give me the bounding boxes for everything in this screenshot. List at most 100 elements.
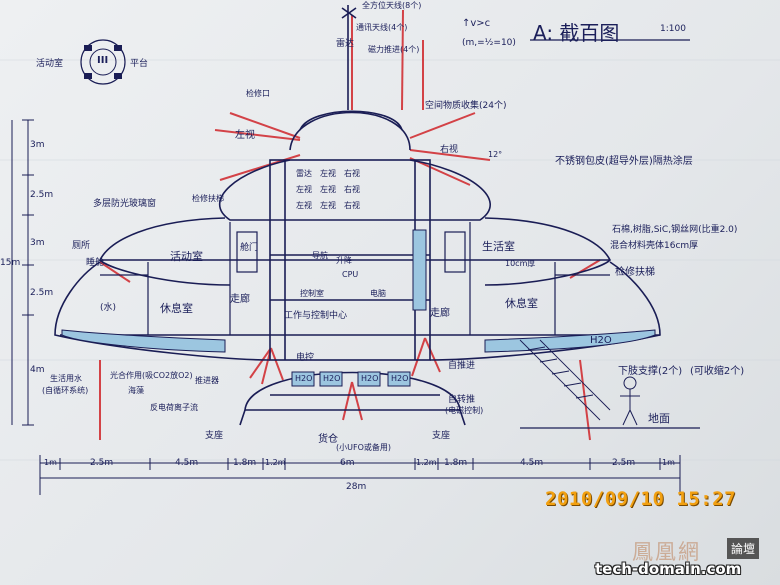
- label-hatch: 检修口: [246, 89, 270, 98]
- compass-center: III: [97, 55, 109, 66]
- label-water-note: (自循环系统): [42, 386, 89, 395]
- center-bay-note: (小UFO或备用): [336, 443, 391, 452]
- center-row3-b: 左视: [320, 201, 336, 210]
- compass-right: 平台: [130, 59, 149, 69]
- dim-seg-3: 4.5m: [175, 458, 199, 468]
- label-antenna: 雷达: [336, 39, 355, 49]
- dim-v-3: 3m: [30, 238, 45, 248]
- label-ground: 地面: [648, 412, 670, 425]
- dim-seg-4: 1.8m: [233, 458, 257, 468]
- dim-seg-10: 2.5m: [612, 458, 636, 468]
- label-sea: 海藻: [128, 386, 144, 395]
- label-corridor-left: 走廊: [230, 294, 250, 305]
- dim-height-total: 15m: [0, 258, 21, 268]
- center-row2-a: 左视: [296, 185, 312, 194]
- label-photo: 光合作用(吸CO2放O2): [110, 371, 193, 380]
- label-left-window: 左视: [235, 130, 255, 141]
- thrust-rays: [99, 9, 601, 441]
- label-legs: 下肢支撑(2个): [618, 366, 683, 377]
- label-living: 活动室: [170, 250, 203, 263]
- label-cup: (水): [100, 303, 117, 313]
- label-ladder-right: 检修扶梯: [615, 267, 655, 278]
- label-rest-right: 休息室: [505, 297, 538, 310]
- label-gate: 舱门: [240, 243, 259, 253]
- center-row2-c: 右视: [344, 185, 360, 194]
- label-window: 多层防光玻璃窗: [93, 199, 157, 209]
- label-space-collect: 空间物质收集(24个): [425, 101, 507, 111]
- dim-seg-2: 2.5m: [90, 458, 114, 468]
- compass-diagram: [80, 39, 126, 85]
- center-electric: 电控: [296, 353, 315, 363]
- label-thrust: 磁力推进(4个): [368, 45, 420, 54]
- dim-seg-11: 1m: [662, 458, 675, 467]
- dimension-lines: [11, 119, 681, 495]
- room-dividers: [100, 222, 610, 335]
- dim-v-1: 3m: [30, 140, 45, 150]
- bay-cell-1: H2O: [295, 374, 313, 383]
- bay-cell-2: H2O: [323, 374, 341, 383]
- center-computer: 电脑: [370, 289, 386, 298]
- person-figure: [620, 376, 640, 426]
- label-wheel: 自转推: [448, 395, 476, 405]
- label-material2: 混合材料壳体16cm厚: [610, 241, 699, 251]
- center-control: 控制室: [300, 289, 324, 298]
- label-bed: 睡舱: [86, 258, 105, 268]
- label-material: 石棉,树脂,SiC,钢丝网(比重2.0): [612, 225, 738, 235]
- dim-v-2: 2.5m: [30, 190, 54, 200]
- brand-logo: 鳳凰網: [632, 540, 701, 564]
- center-nav: 导航: [312, 251, 328, 260]
- drawing-title: A: 截百图: [533, 21, 620, 45]
- dim-v-4: 2.5m: [30, 288, 54, 298]
- center-row2-b: 左视: [320, 185, 336, 194]
- label-rest-left: 休息室: [160, 302, 193, 315]
- label-ring1: 全方位天线(8个): [362, 1, 422, 10]
- center-row3-a: 左视: [296, 201, 312, 210]
- formula-line2: (m,=½=10): [462, 38, 516, 48]
- label-angle: 12°: [488, 150, 503, 159]
- label-emergency: 推进器: [195, 376, 219, 385]
- label-layer: 10cm厚: [505, 259, 536, 268]
- center-row1-b: 左视: [320, 169, 336, 178]
- dim-v-5: 4m: [30, 365, 45, 375]
- formula-line1: ↑v>c: [462, 18, 491, 29]
- dim-seg-5: 1.2m: [265, 458, 286, 467]
- dim-seg-9: 4.5m: [520, 458, 544, 468]
- center-row3-c: 右视: [344, 201, 360, 210]
- dim-seg-1: 1m: [44, 458, 57, 467]
- label-ring2: 通讯天线(4个): [356, 23, 408, 32]
- dim-seg-8: 1.8m: [444, 458, 468, 468]
- label-ctrl: 工作与控制中心: [284, 311, 348, 321]
- center-row1-c: 右视: [344, 169, 360, 178]
- center-row1-a: 雷达: [296, 169, 312, 178]
- dim-seg-6: 6m: [340, 458, 355, 468]
- label-ladder-pos: 检修扶梯: [192, 194, 224, 203]
- camera-timestamp: 2010/09/10 15:27: [545, 488, 737, 510]
- bay-cell-4: H2O: [391, 374, 409, 383]
- label-right-window: 右视: [440, 145, 459, 155]
- label-support-right: 支座: [432, 431, 451, 441]
- label-corridor-right: 走廊: [430, 308, 450, 319]
- center-cpu: CPU: [342, 270, 359, 279]
- label-engine: 自推进: [448, 361, 476, 371]
- watermark: tech-domain.com: [595, 560, 742, 578]
- label-living-right: 生活室: [482, 240, 515, 253]
- label-hull: 不锈钢包皮(超导外层)隔热涂层: [555, 156, 693, 167]
- center-elevator: 升降: [336, 256, 352, 265]
- label-support-left: 支座: [205, 431, 224, 441]
- label-water-right: H2O: [590, 335, 612, 346]
- scale-label: 1:100: [660, 24, 686, 34]
- center-cargo: 货仓: [318, 434, 338, 445]
- water-tanks: [61, 229, 656, 387]
- label-bottom-engine: 反电荷离子流: [150, 403, 198, 412]
- label-toilet: 厕所: [72, 241, 91, 251]
- label-wheel2: (电磁控制): [445, 406, 484, 415]
- label-water-tank: 生活用水: [50, 374, 82, 383]
- bay-cell-3: H2O: [361, 374, 379, 383]
- dim-total: 28m: [346, 482, 367, 492]
- compass-left: 活动室: [36, 59, 64, 69]
- label-legs2: (可收缩2个): [690, 366, 745, 377]
- ladder: [519, 339, 611, 421]
- dim-seg-7: 1.2m: [416, 458, 437, 467]
